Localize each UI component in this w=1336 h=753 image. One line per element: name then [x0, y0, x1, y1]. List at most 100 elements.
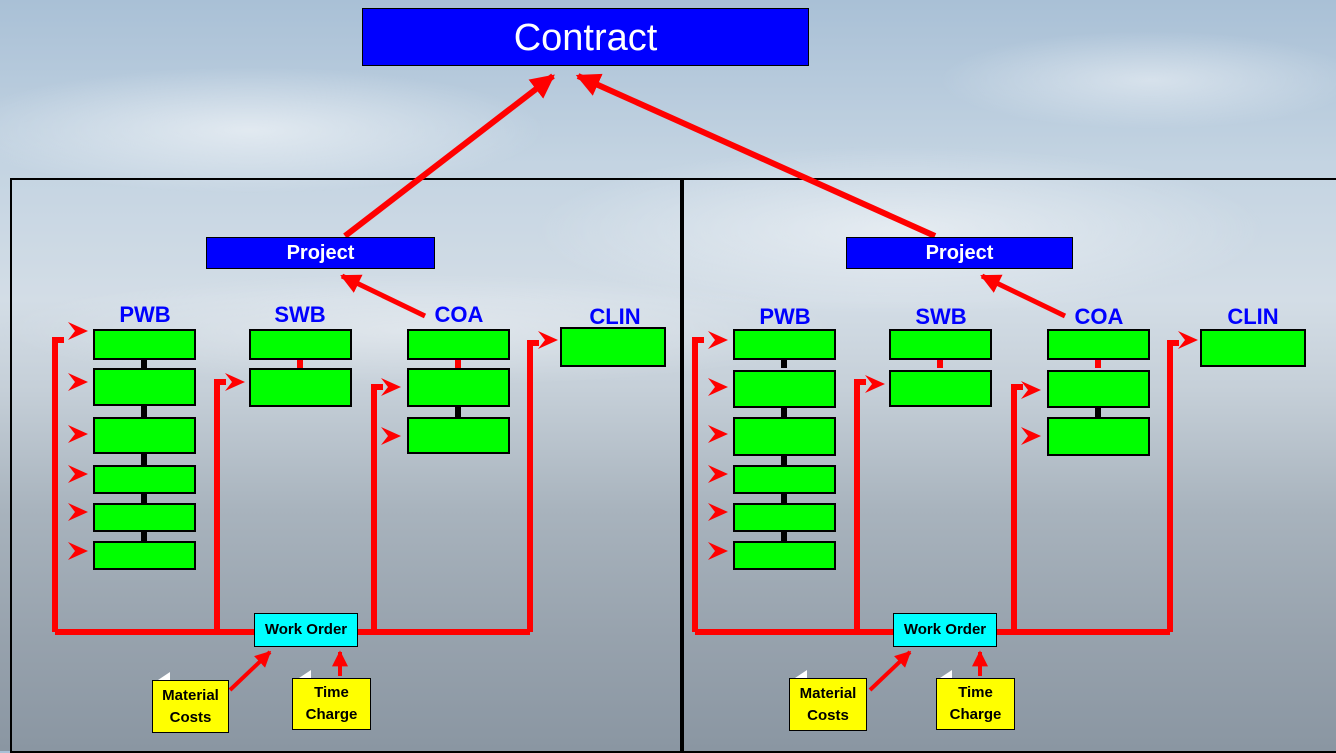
stack-link: [781, 454, 787, 465]
stack-link: [141, 454, 147, 465]
feed-arrow: [1021, 381, 1041, 399]
feed-arrow: [708, 378, 728, 396]
coa-node: [407, 329, 510, 360]
feed-arrow: [381, 378, 401, 396]
feed-arrow: [225, 373, 245, 391]
column-label-pwb: PWB: [759, 304, 811, 329]
right-project-to-contract-arrow: [575, 73, 937, 239]
feed-arrow: [68, 542, 88, 560]
column-label-clin: CLIN: [1227, 304, 1279, 329]
left-project-to-contract-arrow: [343, 73, 555, 239]
pwb-node: [733, 329, 836, 360]
work-order-label: Work Order: [264, 621, 348, 638]
column-label-pwb: PWB: [119, 302, 171, 327]
stack-link: [781, 360, 787, 368]
column-label-coa: COA: [434, 302, 484, 327]
feed-arrow: [1021, 427, 1041, 445]
coa-node: [407, 417, 510, 454]
material-costs-line-1: Material: [799, 684, 857, 702]
column-label-swb: SWB: [915, 304, 967, 329]
swb-node: [889, 370, 992, 407]
pwb-node: [733, 541, 836, 570]
time-charge-box: Time Charge: [292, 678, 371, 730]
swb-node: [249, 368, 352, 407]
left-panel-connectors: [52, 273, 558, 692]
right-panel-connectors: [692, 273, 1198, 692]
material-costs-line-2: Costs: [807, 706, 849, 724]
pwb-node: [733, 370, 836, 408]
column-label-coa: COA: [1074, 304, 1124, 329]
feed-arrow: [708, 503, 728, 521]
project-label: Project: [925, 242, 994, 264]
coa-node: [1047, 417, 1150, 456]
material-costs-line-1: Material: [162, 686, 219, 704]
pwb-node: [93, 541, 196, 570]
stack-link: [781, 406, 787, 417]
stack-link: [455, 360, 461, 368]
swb-node: [889, 329, 992, 360]
pwb-node: [93, 465, 196, 494]
swb-node: [249, 329, 352, 360]
feed-arrow: [538, 331, 558, 349]
feed-arrow: [381, 427, 401, 445]
feed-arrow: [68, 503, 88, 521]
stack-link: [1095, 407, 1101, 417]
pwb-node: [93, 329, 196, 360]
stack-link: [781, 494, 787, 503]
material-costs-box: Material Costs: [152, 680, 229, 733]
feed-arrow: [708, 425, 728, 443]
pwb-node: [93, 368, 196, 406]
feed-arrow: [68, 373, 88, 391]
stack-link: [141, 532, 147, 541]
material-to-work-order-arrow: [868, 650, 912, 692]
feed-arrow: [708, 331, 728, 349]
coa-node: [407, 368, 510, 407]
coa-to-project-arrow: [980, 273, 1067, 319]
coa-node: [1047, 370, 1150, 408]
project-label: Project: [286, 242, 355, 264]
pwb-node: [733, 503, 836, 532]
time-charge-line-2: Charge: [305, 706, 358, 723]
note-marker: [795, 670, 807, 678]
material-costs-line-2: Costs: [169, 708, 212, 726]
stack-link: [297, 360, 303, 368]
time-charge-line-1: Time: [314, 684, 349, 701]
contract-title: Contract: [513, 17, 658, 59]
stack-link: [141, 494, 147, 503]
stack-link: [937, 360, 943, 368]
time-charge-box: Time Charge: [936, 678, 1015, 730]
pwb-node: [93, 503, 196, 532]
coa-node: [1047, 329, 1150, 360]
time-charge-line-2: Charge: [949, 706, 1002, 723]
project-box-right: Project: [846, 237, 1073, 269]
contract-box: Contract: [362, 8, 809, 66]
column-label-clin: CLIN: [589, 304, 641, 329]
project-box-left: Project: [206, 237, 435, 269]
feed-arrow: [68, 322, 88, 340]
pwb-node: [733, 417, 836, 456]
feed-arrow: [1178, 331, 1198, 349]
stack-link: [141, 360, 147, 368]
feed-arrow: [68, 425, 88, 443]
work-order-box: Work Order: [254, 613, 358, 647]
material-to-work-order-arrow: [228, 650, 272, 692]
stack-link: [455, 407, 461, 417]
feed-arrow: [865, 375, 885, 393]
stack-link: [1095, 360, 1101, 368]
feed-arrow: [708, 465, 728, 483]
stack-link: [141, 406, 147, 417]
feed-arrow: [708, 542, 728, 560]
time-charge-line-1: Time: [958, 684, 993, 701]
work-order-label: Work Order: [903, 621, 987, 638]
coa-to-project-arrow: [340, 273, 427, 319]
feed-arrow: [68, 465, 88, 483]
clin-node: [1200, 329, 1306, 367]
work-order-box: Work Order: [893, 613, 997, 647]
note-marker: [158, 672, 170, 680]
material-costs-box: Material Costs: [789, 678, 867, 731]
pwb-node: [733, 465, 836, 494]
column-label-swb: SWB: [274, 302, 326, 327]
stack-link: [781, 532, 787, 541]
clin-node: [560, 327, 666, 367]
